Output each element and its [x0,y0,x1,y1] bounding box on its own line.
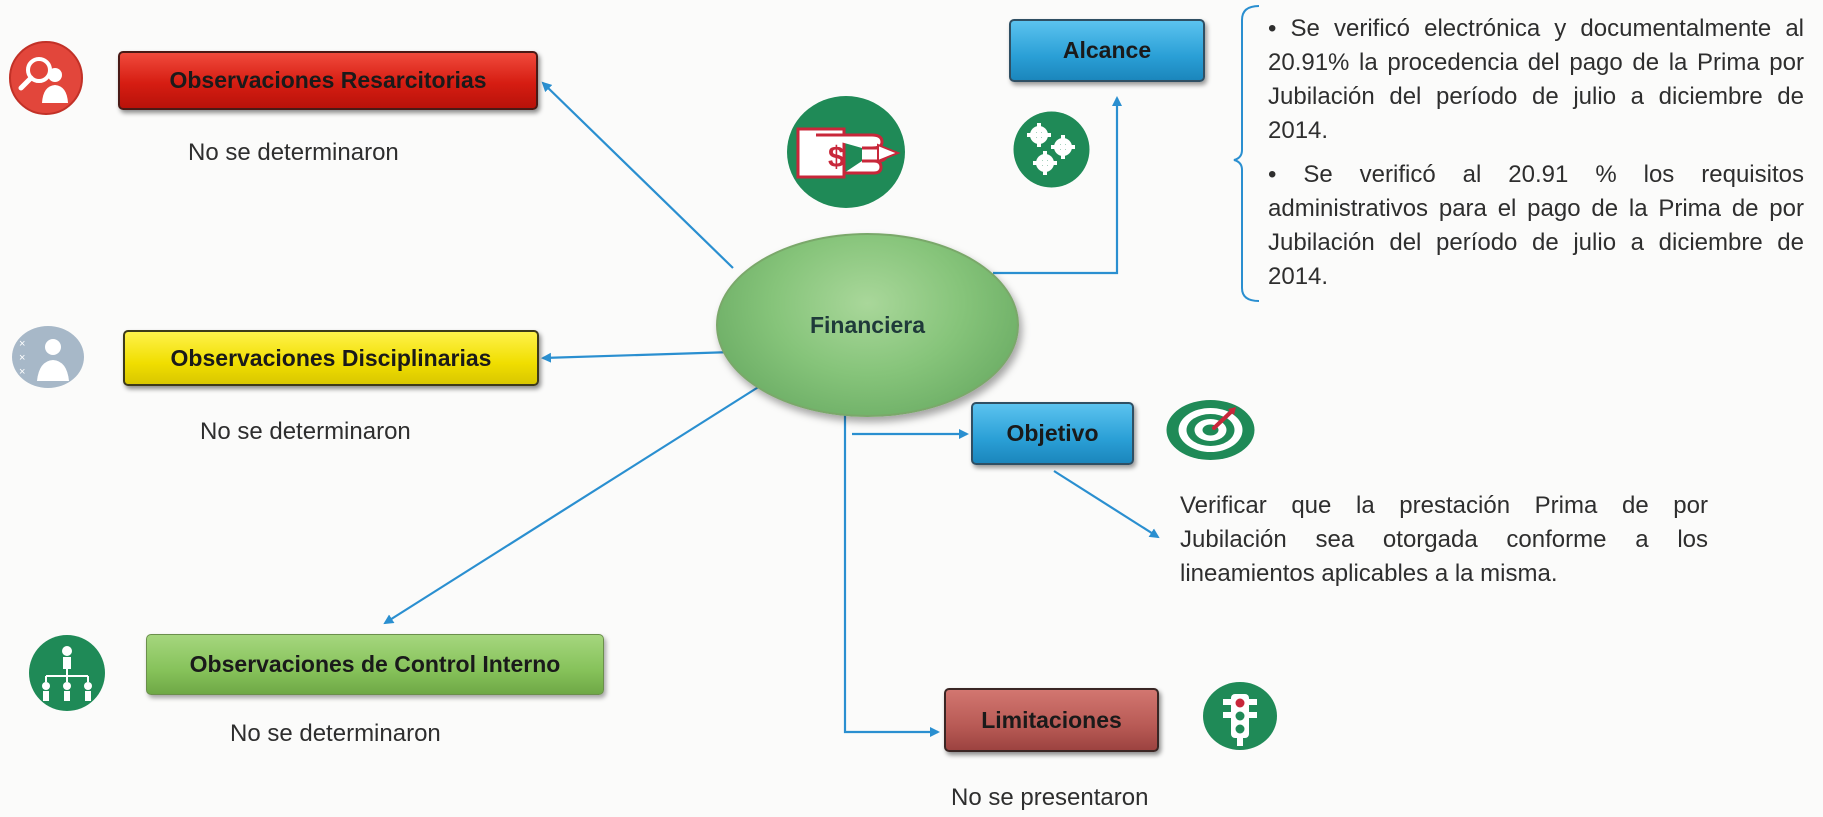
note-control-interno: No se determinaron [230,720,441,747]
target-icon [1166,400,1255,460]
box-label: Observaciones Resarcitorias [169,67,487,93]
center-node-financiera: Financiera [716,233,1019,417]
gears-icon [1013,111,1090,188]
box-label: Objetivo [1006,420,1099,446]
magnifier-person-icon [9,41,83,115]
note-disciplinarias: No se determinaron [200,418,411,445]
alcance-bracket [1233,5,1260,302]
center-label: Financiera [809,311,926,338]
arrow-to-resarcitorias [541,81,734,269]
objetivo-text: Verificar que la prestación Prima de por… [1180,492,1708,587]
arrow-to-objetivo-text [1053,470,1160,539]
org-chart-icon [29,635,105,711]
box-objetivo: Objetivo [971,402,1134,465]
arrow-to-limitaciones [843,413,940,737]
box-label: Alcance [1062,37,1152,63]
box-label: Observaciones de Control Interno [189,651,561,677]
alcance-point-2: • Se verificó al 20.91 % los requisitos … [1268,161,1804,290]
box-observaciones-resarcitorias: Observaciones Resarcitorias [118,51,538,110]
traffic-light-icon [1203,682,1277,750]
note-resarcitorias: No se determinaron [188,139,399,166]
box-label: Limitaciones [981,706,1122,733]
person-cross-icon: × × × [12,326,84,388]
box-observaciones-disciplinarias: Observaciones Disciplinarias [123,330,539,386]
box-observaciones-control-interno: Observaciones de Control Interno [146,634,604,695]
box-limitaciones: Limitaciones [944,688,1159,752]
svg-text:$: $ [828,141,845,174]
hand-dollar-icon: $ [787,96,905,208]
box-alcance: Alcance [1009,19,1205,82]
svg-text:×: × [19,338,25,350]
svg-text:×: × [19,352,25,364]
box-label: Observaciones Disciplinarias [170,344,492,371]
note-limitaciones: No se presentaron [951,784,1149,811]
arrow-to-control-interno [383,385,761,625]
alcance-point-1: • Se verificó electrónica y documentalme… [1268,15,1804,144]
arrow-to-disciplinarias [541,350,734,363]
svg-text:×: × [19,366,25,378]
